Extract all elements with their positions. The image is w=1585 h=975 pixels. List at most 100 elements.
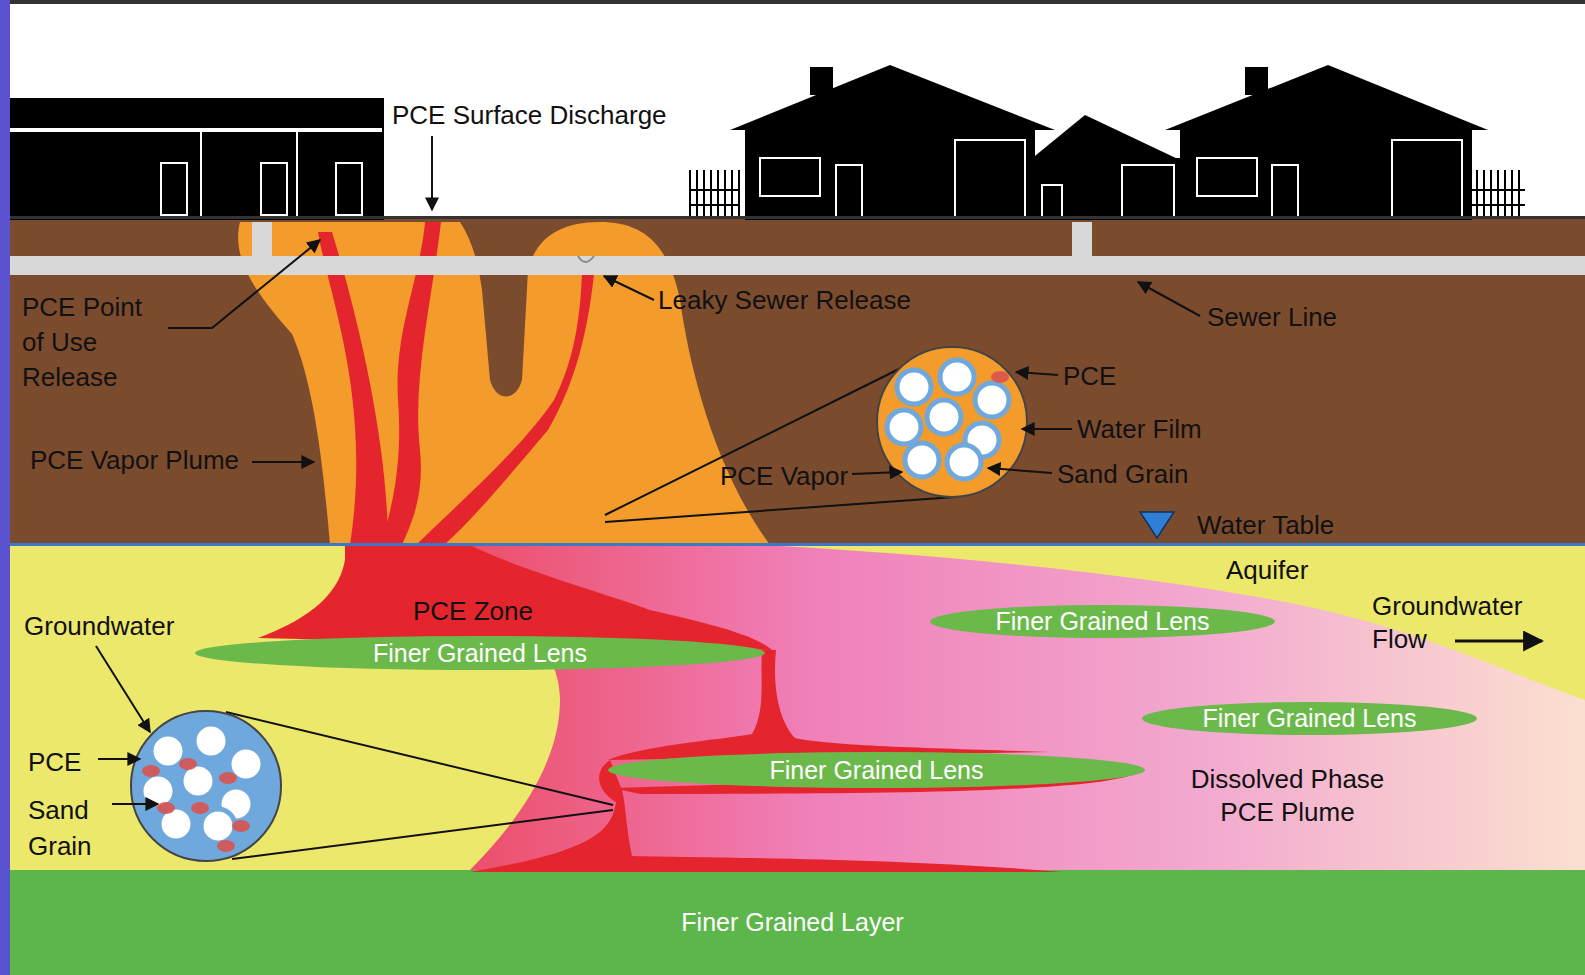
buildings-part — [730, 65, 1055, 130]
callout-label: Groundwater — [24, 610, 174, 643]
vadose-inset-part — [940, 360, 974, 394]
finer-grained-lens: Finer Grained Lens — [195, 636, 765, 670]
label-text: Aquifer — [1226, 555, 1308, 585]
fences-part — [710, 170, 712, 218]
fences-part — [731, 170, 733, 218]
buildings-part — [836, 165, 862, 217]
callout-label: Leaky Sewer Release — [658, 284, 911, 317]
leader-line — [1016, 372, 1058, 375]
zone-label: Aquifer — [1226, 554, 1308, 587]
vadose-inset — [877, 347, 1027, 497]
label-text: Sand Grain — [1057, 459, 1189, 489]
fences-part — [724, 170, 726, 218]
leader-line — [1022, 428, 1072, 430]
label-text: PCE Vapor — [720, 461, 848, 491]
label-text: PCE Point of Use Release — [22, 292, 142, 392]
label-text: PCE — [1063, 361, 1116, 391]
saturated-inset-part — [219, 772, 237, 784]
saturated-inset-part — [179, 758, 197, 770]
label-text: Sewer Line — [1207, 302, 1337, 332]
zone-label: PCE Zone — [413, 595, 533, 628]
saturated-inset-part — [194, 724, 228, 758]
inset-leaders-part — [605, 497, 955, 522]
label-text: PCE Zone — [413, 596, 533, 626]
label-text: Groundwater — [24, 611, 174, 641]
ground-surface — [0, 216, 1585, 219]
buildings-part — [745, 130, 1035, 220]
buildings-part — [1042, 185, 1062, 218]
buildings-part — [1030, 115, 1180, 160]
inset-label: PCE — [1063, 360, 1116, 393]
fences-part — [717, 170, 719, 218]
lens-label: Finer Grained Lens — [769, 756, 983, 785]
buildings-part — [296, 132, 298, 218]
buildings-part — [10, 98, 384, 220]
label-text: Sand Grain — [28, 795, 92, 861]
dissolved-plume — [470, 545, 1585, 870]
fences-part — [1497, 170, 1499, 218]
water-table-symbol — [1140, 512, 1174, 538]
inset-label: PCE — [28, 746, 81, 779]
callout-label: PCE Vapor Plume — [30, 444, 239, 477]
label-text: Leaky Sewer Release — [658, 285, 911, 315]
label-text: PCE Vapor Plume — [30, 445, 239, 475]
inset-label: PCE Vapor — [720, 460, 848, 493]
buildings-part — [1197, 158, 1257, 196]
fences-part — [696, 170, 698, 218]
pce-dnapl-part — [318, 232, 388, 545]
leader-line — [168, 240, 320, 328]
vadose-inset-part — [991, 371, 1009, 383]
buildings — [10, 65, 1488, 220]
lens-shape — [608, 752, 1145, 788]
fences-part — [1469, 170, 1471, 218]
sewer-line-part — [252, 222, 272, 258]
saturated-inset-part — [191, 802, 209, 814]
buildings-part — [336, 163, 362, 215]
buildings-part — [261, 163, 287, 215]
lens-label: Finer Grained Lens — [373, 639, 587, 668]
flow-label: Groundwater Flow — [1372, 590, 1522, 656]
vadose-inset-part — [877, 347, 1027, 497]
label-text: Water Film — [1077, 414, 1202, 444]
callout-label: Water Table — [1197, 509, 1334, 542]
label-text: Dissolved Phase PCE Plume — [1191, 764, 1385, 827]
leader-line — [1138, 282, 1200, 316]
fences-part — [1490, 170, 1492, 218]
lens-shape — [930, 605, 1275, 638]
vadose-inset-part — [905, 443, 939, 477]
callout-label: Sewer Line — [1207, 301, 1337, 334]
fences-part — [1476, 170, 1478, 218]
lens-label: Finer Grained Lens — [1202, 704, 1416, 733]
fences-part — [738, 170, 740, 218]
pce-dnapl-part — [608, 650, 1050, 760]
vadose-inset-part — [887, 410, 921, 444]
leader-line — [112, 803, 158, 805]
sky — [0, 0, 1585, 220]
inset-leaders-part — [226, 712, 613, 805]
buildings-part — [760, 158, 820, 196]
inset-label: Water Film — [1077, 413, 1202, 446]
vadose-inset-part — [975, 383, 1009, 417]
pce-dnapl-part — [258, 545, 772, 650]
buildings-part — [1035, 158, 1185, 220]
fences-part — [1483, 170, 1485, 218]
label-text: PCE Surface Discharge — [392, 100, 667, 130]
saturated-inset-part — [142, 765, 160, 777]
buildings-part — [161, 163, 187, 215]
finer-grained-layer: Finer Grained Layer — [0, 870, 1585, 975]
vadose-inset-part — [947, 445, 981, 479]
buildings-part — [1180, 130, 1472, 220]
finer-grained-lens: Finer Grained Lens — [1142, 702, 1477, 735]
buildings-part — [955, 140, 1025, 218]
leader-line — [604, 276, 654, 300]
fences-part — [1511, 170, 1513, 218]
pce-dnapl-part — [416, 274, 594, 545]
saturated-inset — [131, 711, 281, 861]
label-text: Groundwater Flow — [1372, 591, 1522, 654]
fences-part — [1504, 170, 1506, 218]
buildings-part — [1122, 165, 1174, 218]
top-rule — [0, 0, 1585, 4]
zone-label: Dissolved Phase PCE Plume — [1175, 763, 1400, 829]
flow-arrow — [1455, 640, 1542, 643]
